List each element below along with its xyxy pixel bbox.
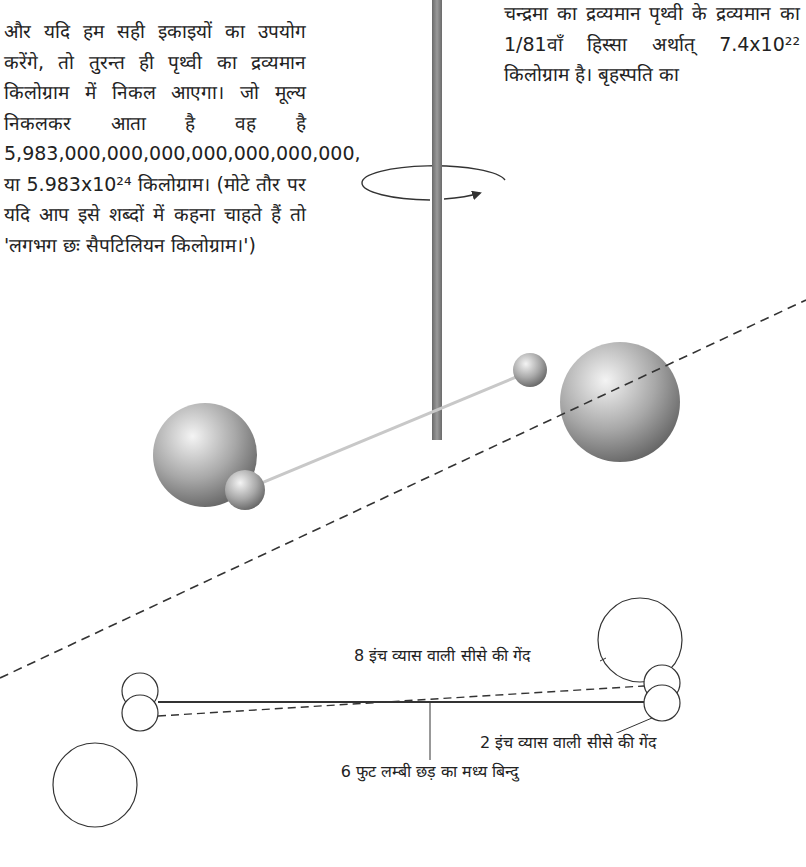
leader-line <box>600 658 606 661</box>
small-lead-ball <box>225 470 265 510</box>
large-lead-ball <box>560 342 680 462</box>
small-lead-ball <box>513 353 547 387</box>
rotation-arrow <box>444 193 480 199</box>
callout-label: 6 फुट लम्बी छड़ का मध्य बिन्दु <box>339 762 522 782</box>
balance-rod <box>245 372 528 490</box>
small-ball-outline <box>122 695 158 731</box>
rod-deflected-position <box>158 686 644 716</box>
separator-line <box>0 300 806 678</box>
body-text: चन्द्रमा का द्रव्यमान पृथ्वी के द्रव्यमा… <box>504 0 800 90</box>
large-ball-outline <box>53 743 137 827</box>
rotation-arrow <box>362 183 430 200</box>
callout-label: 8 इंच व्यास वाली सीसे की गेंद <box>352 646 533 666</box>
body-text: और यदि हम सही इकाइयों का उपयोग करेंगे, त… <box>4 16 306 260</box>
callout-label: 2 इंच व्यास वाली सीसे की गेंद <box>478 733 659 753</box>
leader-line <box>430 702 431 760</box>
suspension-wire <box>432 0 442 440</box>
rod-rest-position <box>158 701 644 703</box>
small-ball-outline <box>644 685 680 721</box>
